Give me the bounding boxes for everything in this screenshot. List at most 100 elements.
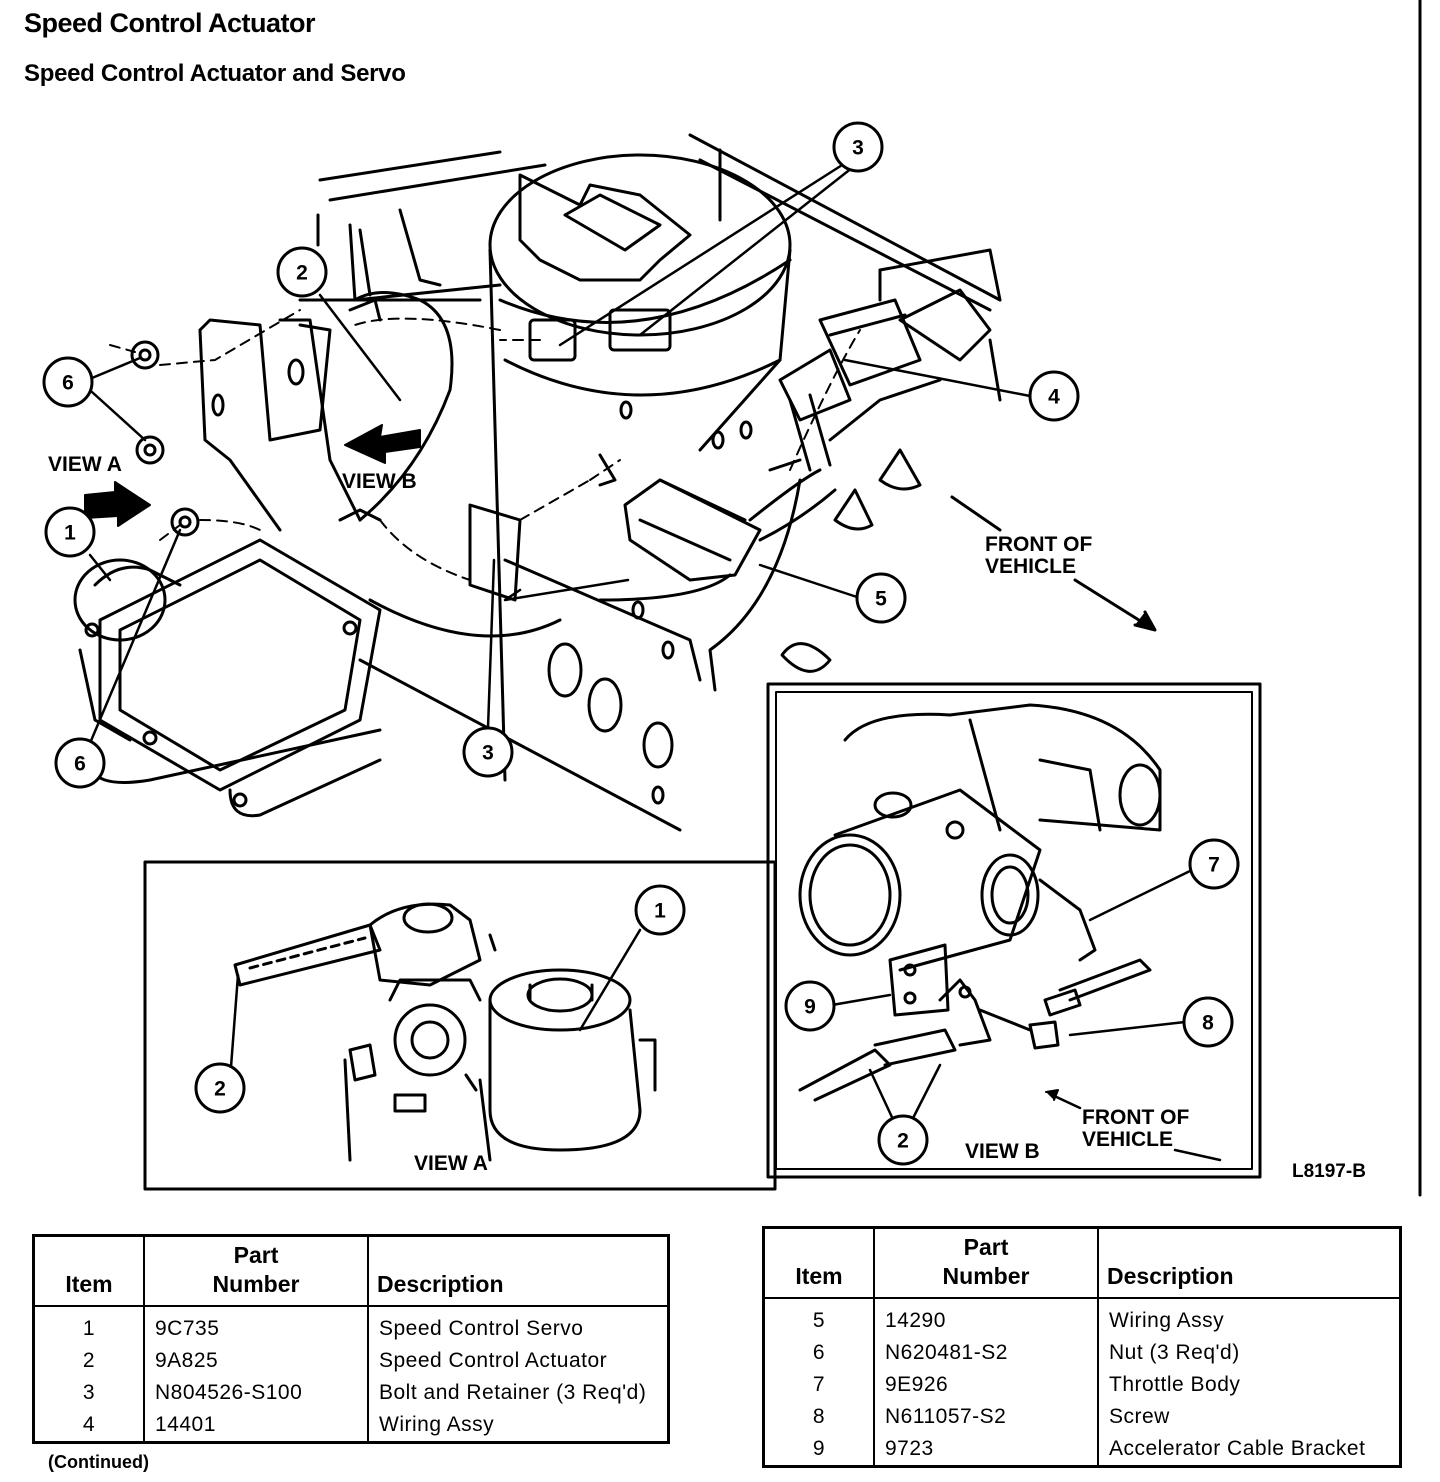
front-of-vehicle-label-upper-2: VEHICLE bbox=[985, 555, 1076, 578]
header-part-line2: Number bbox=[942, 1262, 1030, 1289]
continued-note: (Continued) bbox=[48, 1452, 149, 1472]
callout-circle-7 bbox=[1188, 838, 1240, 890]
header-part-line2: Number bbox=[212, 1270, 300, 1297]
row-description: Wiring Assy bbox=[367, 1408, 670, 1442]
header-item: Item bbox=[762, 1226, 875, 1299]
view-b-inset-frame bbox=[766, 682, 1262, 1179]
callout-number-9: 9 bbox=[804, 996, 816, 1019]
page-title: Speed Control Actuator bbox=[24, 8, 316, 38]
firewall-outline bbox=[298, 133, 1002, 402]
view-b-arrow bbox=[344, 424, 421, 464]
view-a-leader-1 bbox=[578, 928, 642, 1032]
table-row: 5 14290 Wiring Assy bbox=[762, 1297, 1402, 1337]
row-item: 9 bbox=[762, 1432, 875, 1466]
callout-number-5: 5 bbox=[875, 588, 887, 611]
table-row: 6 N620481-S2 Nut (3 Req'd) bbox=[762, 1336, 1402, 1369]
row-item: 2 bbox=[32, 1344, 145, 1377]
callout-number-3-bottom: 3 bbox=[482, 742, 494, 765]
view-a-inset-drawing bbox=[233, 902, 657, 1162]
view-b-label-main: VIEW B bbox=[342, 470, 417, 493]
table-row: 8 N611057-S2 Screw bbox=[762, 1400, 1402, 1433]
row-part-number: 14401 bbox=[143, 1408, 369, 1442]
view-b-inner-frame bbox=[775, 691, 1253, 1170]
row-item: 3 bbox=[32, 1376, 145, 1409]
header-description: Description bbox=[1097, 1226, 1402, 1299]
callout-circle-5 bbox=[855, 572, 907, 624]
callout-leaders bbox=[83, 158, 1032, 757]
callout-number-6-bottom: 6 bbox=[74, 753, 86, 776]
row-item: 1 bbox=[32, 1305, 145, 1345]
callout-circle-3-top bbox=[832, 121, 884, 173]
callout-circle-4 bbox=[1028, 370, 1080, 422]
servo-bracket bbox=[198, 291, 454, 532]
row-part-number: N804526-S100 bbox=[143, 1376, 369, 1409]
row-description: Speed Control Servo bbox=[367, 1305, 670, 1345]
row-item: 4 bbox=[32, 1408, 145, 1442]
table-row: 2 9A825 Speed Control Actuator bbox=[32, 1344, 670, 1377]
callout-number-3-top: 3 bbox=[852, 137, 864, 160]
exploded-diagram: 3 2 4 6 1 5 3 6 1 2 7 8 9 2 VIEW A VIEW … bbox=[42, 0, 1422, 1197]
callout-number-7: 7 bbox=[1208, 854, 1220, 877]
row-description: Nut (3 Req'd) bbox=[1097, 1336, 1402, 1369]
row-description: Wiring Assy bbox=[1097, 1297, 1402, 1337]
row-description: Accelerator Cable Bracket bbox=[1097, 1432, 1402, 1466]
callout-circle-1-top bbox=[44, 506, 96, 558]
callout-number-6-top: 6 bbox=[62, 372, 74, 395]
view-b-leaders bbox=[830, 868, 1194, 1130]
row-description: Bolt and Retainer (3 Req'd) bbox=[367, 1376, 670, 1409]
front-of-vehicle-label-lower-1: FRONT OF bbox=[1082, 1106, 1189, 1129]
front-arrow-lower-tip bbox=[1045, 1089, 1059, 1101]
front-arrow-lower-head bbox=[1173, 1148, 1222, 1162]
view-a-arrow bbox=[84, 481, 151, 527]
dashed-assembly-lines bbox=[109, 309, 861, 581]
callout-number-8: 8 bbox=[1202, 1012, 1214, 1035]
callout-circle-6-top bbox=[42, 356, 94, 408]
row-part-number: 9E926 bbox=[873, 1368, 1099, 1401]
callout-number-2-view-b: 2 bbox=[897, 1130, 909, 1153]
grommet-caps bbox=[780, 448, 922, 673]
row-description: Speed Control Actuator bbox=[367, 1344, 670, 1377]
parts-table-right: Item Part Number Description 5 14290 Wir… bbox=[762, 1226, 1402, 1468]
speed-control-servo-body bbox=[73, 538, 382, 818]
wiring-assy-14290 bbox=[598, 468, 837, 692]
callout-circle-3-bottom bbox=[462, 726, 514, 778]
callout-circle-2-view-a bbox=[194, 1062, 246, 1114]
front-arrow-upper-tail bbox=[950, 495, 1002, 532]
view-a-leader-2 bbox=[228, 973, 240, 1082]
row-part-number: 9C735 bbox=[143, 1305, 369, 1345]
row-item: 8 bbox=[762, 1400, 875, 1433]
nut-6-group bbox=[130, 340, 200, 537]
front-arrow-upper-head bbox=[1073, 578, 1152, 629]
callout-circle-2-view-b bbox=[877, 1114, 929, 1166]
row-description: Throttle Body bbox=[1097, 1368, 1402, 1401]
callout-number-1-view-a: 1 bbox=[654, 900, 666, 923]
figure-id: L8197-B bbox=[1292, 1161, 1366, 1182]
callout-circle-2-top bbox=[276, 246, 328, 298]
row-part-number: 9723 bbox=[873, 1432, 1099, 1466]
callout-number-1-top: 1 bbox=[64, 522, 76, 545]
header-part-line1: Part bbox=[233, 1242, 279, 1268]
row-description: Screw bbox=[1097, 1400, 1402, 1433]
table-row: 4 14401 Wiring Assy bbox=[32, 1408, 670, 1442]
wiring-assy-14401 bbox=[768, 268, 992, 472]
front-arrow-upper-tip bbox=[1133, 610, 1157, 632]
callout-circle-9 bbox=[784, 980, 836, 1032]
view-a-label-main: VIEW A bbox=[48, 453, 122, 476]
header-part-number: Part Number bbox=[143, 1234, 369, 1307]
servo-mount-body bbox=[358, 153, 792, 832]
row-part-number: N611057-S2 bbox=[873, 1400, 1099, 1433]
table-row: 3 N804526-S100 Bolt and Retainer (3 Req'… bbox=[32, 1376, 670, 1409]
table-row: 9 9723 Accelerator Cable Bracket bbox=[762, 1432, 1402, 1466]
parts-table-left: Item Part Number Description 1 9C735 Spe… bbox=[32, 1234, 670, 1444]
view-b-inset-drawing bbox=[798, 703, 1162, 1102]
header-item: Item bbox=[32, 1234, 145, 1307]
callout-number-2-top: 2 bbox=[296, 262, 308, 285]
row-item: 5 bbox=[762, 1297, 875, 1337]
row-item: 7 bbox=[762, 1368, 875, 1401]
table-row: 7 9E926 Throttle Body bbox=[762, 1368, 1402, 1401]
view-a-caption: VIEW A bbox=[414, 1152, 488, 1175]
row-part-number: N620481-S2 bbox=[873, 1336, 1099, 1369]
table-row: 1 9C735 Speed Control Servo bbox=[32, 1305, 670, 1345]
header-description: Description bbox=[367, 1234, 670, 1307]
callout-circle-1-view-a bbox=[634, 884, 686, 936]
